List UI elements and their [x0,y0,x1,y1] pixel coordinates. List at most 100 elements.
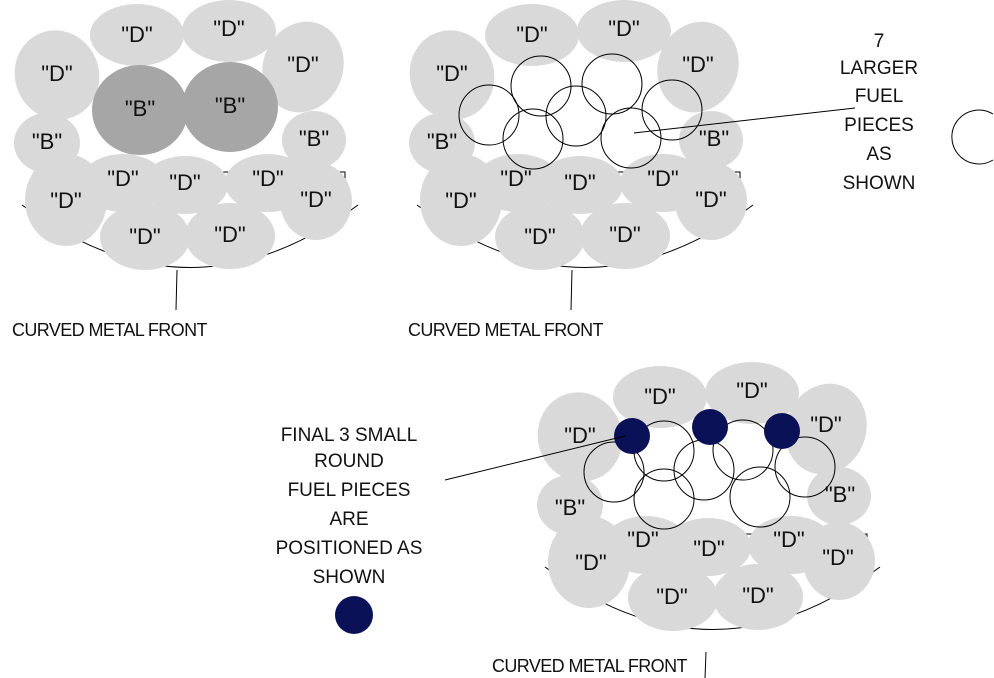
svg-text:AS: AS [866,144,891,165]
svg-text:"D": "D" [742,583,774,608]
caption-curved-metal-front: CURVED METAL FRONT [492,656,687,676]
fuel-piece-d: "D" [785,383,867,475]
fuel-piece-d: "D" [182,0,276,62]
larger-fuel-piece [502,108,564,170]
svg-text:"D": "D" [682,52,714,77]
svg-text:"D": "D" [656,584,688,609]
svg-text:"D": "D" [214,222,246,247]
fuel-piece-d: "D" [185,203,275,269]
svg-text:FINAL 3 SMALL: FINAL 3 SMALL [281,425,418,446]
larger-fuel-piece [774,436,836,498]
svg-text:"D": "D" [524,224,556,249]
svg-text:FUEL PIECES: FUEL PIECES [288,480,411,501]
svg-text:ARE: ARE [329,509,368,530]
larger-fuel-piece [633,468,695,530]
fuel-piece-d: "D" [409,30,495,120]
svg-text:"D": "D" [41,61,73,86]
larger-fuel-piece [673,439,735,501]
annotation-small-round-fuel-pieces: FINAL 3 SMALL ROUND FUEL PIECES ARE POSI… [276,425,423,588]
fuel-piece-d: "D" [262,21,344,113]
annotation-leader-line [633,107,856,134]
fuel-piece-d: "D" [665,518,751,576]
small-round-fuel-piece [614,418,650,454]
svg-text:POSITIONED AS: POSITIONED AS [276,538,423,559]
fuel-piece-d: "D" [713,564,803,630]
svg-text:FUEL: FUEL [855,86,904,107]
svg-text:PIECES: PIECES [844,115,914,136]
fuel-piece-b: "B" [807,467,871,525]
panel-2-layout: "D" "D" "D" "D" "B" "B" "D" "D" [409,0,856,311]
svg-text:"D": "D" [695,187,727,212]
larger-fuel-piece-legend-icon [951,109,994,165]
fuel-piece-d: "D" [14,30,100,120]
fuel-piece-d: "D" [485,4,579,66]
svg-text:"B": "B" [215,93,245,118]
panel-3-layout: "D" "D" "D" "D" "B" "B" "D" "D" [444,362,881,678]
larger-fuel-piece [729,466,791,528]
svg-text:"D": "D" [609,222,641,247]
svg-text:"B": "B" [32,129,62,154]
svg-text:"D": "D" [213,16,245,41]
small-round-fuel-legend-icon [335,596,373,634]
svg-text:"D": "D" [575,550,607,575]
fuel-piece-d: "D" [280,162,352,240]
svg-text:"D": "D" [169,170,201,195]
fuel-piece-d: "D" [80,154,166,212]
annotation-leader-line [444,435,626,481]
fuel-piece-b-large: "B" [92,65,188,155]
caption-leader [704,651,707,678]
fuel-piece-d: "D" [495,204,585,270]
svg-text:"D": "D" [564,170,596,195]
panel-1-layout: "D" "D" "D" "D" "B" "B" "B" " [12,0,359,340]
fuel-piece-d: "D" [675,162,747,240]
svg-text:"D": "D" [693,536,725,561]
svg-text:"D": "D" [445,188,477,213]
annotation-larger-fuel-pieces: 7 LARGER FUEL PIECES AS SHOWN [840,31,918,194]
svg-text:"D": "D" [822,545,854,570]
larger-fuel-piece [583,441,645,503]
svg-text:"D": "D" [773,527,805,552]
svg-text:"D": "D" [121,22,153,47]
svg-text:"B": "B" [825,482,855,507]
svg-text:LARGER: LARGER [840,58,918,79]
svg-text:"D": "D" [644,384,676,409]
svg-text:"D": "D" [287,52,319,77]
fuel-piece-d: "D" [537,156,623,214]
caption-leader [175,269,178,311]
svg-text:"D": "D" [500,166,532,191]
svg-text:7: 7 [874,31,885,52]
fuel-piece-d: "D" [577,0,671,62]
fuel-piece-b: "B" [679,111,743,169]
fuel-piece-d: "D" [100,204,190,270]
caption-curved-metal-front: CURVED METAL FRONT [12,320,207,340]
svg-text:"D": "D" [608,16,640,41]
small-round-fuel-piece [692,409,728,445]
small-round-fuel-piece [764,413,800,449]
svg-text:"D": "D" [129,224,161,249]
svg-text:"D": "D" [107,166,139,191]
svg-text:"D": "D" [300,187,332,212]
svg-text:"B": "B" [299,126,329,151]
svg-text:"D": "D" [627,527,659,552]
svg-text:"B": "B" [699,126,729,151]
svg-text:"D": "D" [564,423,596,448]
svg-text:"B": "B" [555,495,585,520]
fuel-piece-d: "D" [705,362,799,424]
fuel-piece-d: "D" [628,565,718,631]
svg-text:SHOWN: SHOWN [843,173,916,194]
fuel-piece-d: "D" [142,156,228,214]
larger-fuel-piece [545,85,607,147]
fuel-piece-d: "D" [613,366,707,428]
svg-text:"D": "D" [736,378,768,403]
fuel-piece-d: "D" [537,392,623,482]
svg-text:ROUND: ROUND [314,451,384,472]
fuel-piece-d: "D" [657,21,739,113]
fuel-piece-d: "D" [803,522,875,600]
svg-text:"D": "D" [436,61,468,86]
svg-text:"D": "D" [252,166,284,191]
caption-curved-metal-front: CURVED METAL FRONT [408,320,603,340]
svg-text:"B": "B" [427,129,457,154]
svg-text:"D": "D" [810,412,842,437]
fuel-piece-d: "D" [580,203,670,269]
